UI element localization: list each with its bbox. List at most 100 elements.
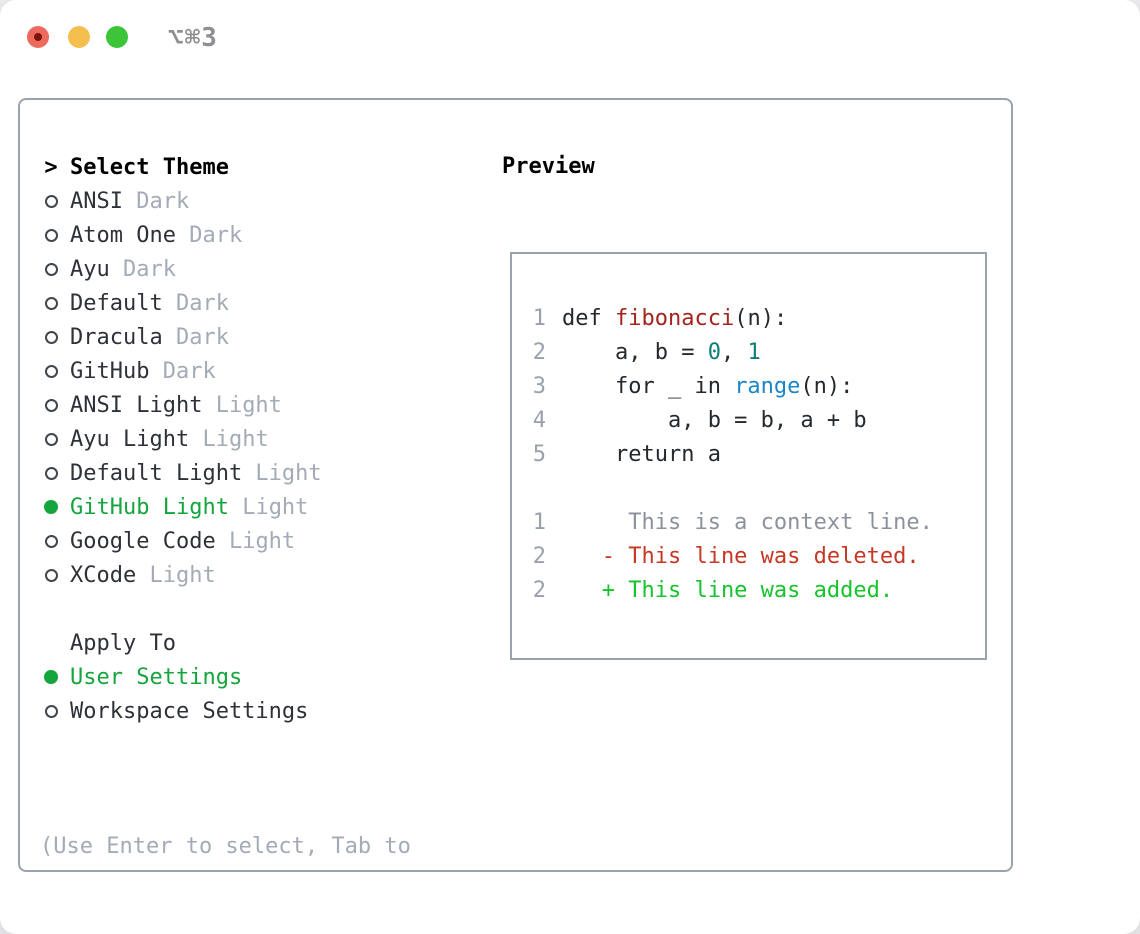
apply-option-workspace-settings[interactable]: Workspace Settings (40, 694, 500, 728)
prompt-caret-icon: > (44, 154, 58, 180)
theme-variant: Dark (175, 222, 243, 248)
theme-option-atom-one[interactable]: Atom One Dark (40, 218, 500, 252)
code-segment-function: fibonacci (614, 306, 735, 331)
theme-variant: Dark (162, 290, 229, 316)
code-line: 1 def fibonacci(n): (532, 302, 985, 336)
radio-icon (40, 330, 62, 344)
radio-icon (40, 568, 62, 582)
theme-option-dracula[interactable]: Dracula Dark (40, 320, 500, 354)
theme-variant: Dark (122, 188, 190, 214)
theme-option-xcode[interactable]: XCode Light (40, 558, 500, 592)
code-segment-code: a, b = b, a + b (562, 408, 867, 433)
radio-icon (40, 228, 62, 242)
theme-option-ansi[interactable]: ANSI Dark (40, 184, 500, 218)
hint-line-1: (Use Enter to select, Tab to (40, 834, 411, 859)
code-line: 2 - This line was deleted. (532, 540, 985, 574)
theme-variant: Light (242, 460, 322, 486)
code-content: for _ in range(n): (562, 370, 853, 404)
code-content: + This line was added. (562, 574, 893, 608)
theme-variant: Dark (109, 256, 176, 282)
spacer (40, 592, 500, 626)
radio-selected-icon (40, 500, 62, 514)
theme-option-ayu-light[interactable]: Ayu Light Light (40, 422, 500, 456)
code-line: 1 This is a context line. (532, 506, 985, 540)
theme-variant: Light (202, 392, 282, 418)
theme-name: GitHub Light (70, 494, 229, 520)
radio-icon (40, 398, 62, 412)
theme-name: ANSI (70, 188, 123, 214)
line-number (532, 472, 546, 506)
theme-option-ayu[interactable]: Ayu Dark (40, 252, 500, 286)
radio-selected-icon (40, 670, 62, 684)
spacer (40, 728, 500, 762)
minimize-button[interactable] (68, 26, 90, 48)
theme-option-default-light[interactable]: Default Light Light (40, 456, 500, 490)
code-segment-context: This is a context line. (562, 510, 933, 535)
theme-variant: Dark (149, 358, 216, 384)
radio-icon (40, 194, 62, 208)
code-segment-code: def (562, 306, 615, 331)
theme-option-github-light[interactable]: GitHub Light Light (40, 490, 500, 524)
theme-name: Atom One (70, 222, 176, 248)
code-content: - This line was deleted. (562, 540, 920, 574)
code-segment-number: 1 (747, 340, 761, 365)
theme-name: Google Code (70, 528, 216, 554)
theme-variant: Light (136, 562, 216, 588)
theme-name: GitHub (70, 358, 150, 384)
code-content: a, b = 0, 1 (562, 336, 761, 370)
line-number: 2 (532, 578, 546, 603)
radio-icon (40, 704, 62, 718)
code-line: 2 a, b = 0, 1 (532, 336, 985, 370)
theme-option-google-code[interactable]: Google Code Light (40, 524, 500, 558)
radio-icon (40, 296, 62, 310)
code-segment-code: (n): (800, 374, 854, 399)
code-line: 3 for _ in range(n): (532, 370, 985, 404)
code-segment-code: , (720, 340, 748, 365)
radio-icon (40, 432, 62, 446)
code-segment-deleted: - This line was deleted. (562, 544, 920, 569)
apply-to-header: Apply To (40, 626, 500, 660)
keyboard-shortcut-label: ⌥⌘3 (168, 23, 218, 53)
zoom-button[interactable] (106, 26, 128, 48)
code-segment-added: + This line was added. (562, 578, 894, 603)
theme-list-header: > Select Theme (40, 150, 500, 184)
preview-column: Preview (502, 150, 595, 184)
theme-option-ansi-light[interactable]: ANSI Light Light (40, 388, 500, 422)
radio-icon (40, 262, 62, 276)
code-segment-code: for _ in (562, 374, 735, 399)
radio-icon (40, 364, 62, 378)
line-number: 4 (532, 408, 546, 433)
apply-option-label: User Settings (70, 664, 243, 690)
code-content: return a (562, 438, 721, 472)
theme-name: Dracula (70, 324, 163, 350)
line-number: 1 (532, 306, 546, 331)
code-segment-builtin: range (734, 374, 801, 399)
theme-option-github[interactable]: GitHub Dark (40, 354, 500, 388)
theme-name: XCode (70, 562, 137, 588)
apply-option-user-settings[interactable]: User Settings (40, 660, 500, 694)
line-number: 2 (532, 340, 546, 365)
theme-variant: Light (215, 528, 296, 554)
radio-icon (40, 466, 62, 480)
theme-name: Ayu (70, 256, 110, 282)
code-segment-code: a, b = (562, 340, 708, 365)
preview-title: Preview (502, 154, 595, 179)
theme-option-default[interactable]: Default Dark (40, 286, 500, 320)
line-number: 1 (532, 510, 546, 535)
code-line: 2 + This line was added. (532, 574, 985, 608)
line-number: 5 (532, 442, 546, 467)
line-number: 3 (532, 374, 546, 399)
theme-variant: Light (189, 426, 269, 452)
keyboard-hint: (Use Enter to select, Tab to change focu… (40, 762, 500, 934)
code-segment-code: return a (562, 442, 721, 467)
theme-variant: Light (228, 494, 309, 520)
code-segment-number: 0 (707, 340, 721, 365)
code-line (532, 472, 985, 506)
code-segment-code: (n): (734, 306, 788, 331)
close-button[interactable] (27, 26, 49, 48)
